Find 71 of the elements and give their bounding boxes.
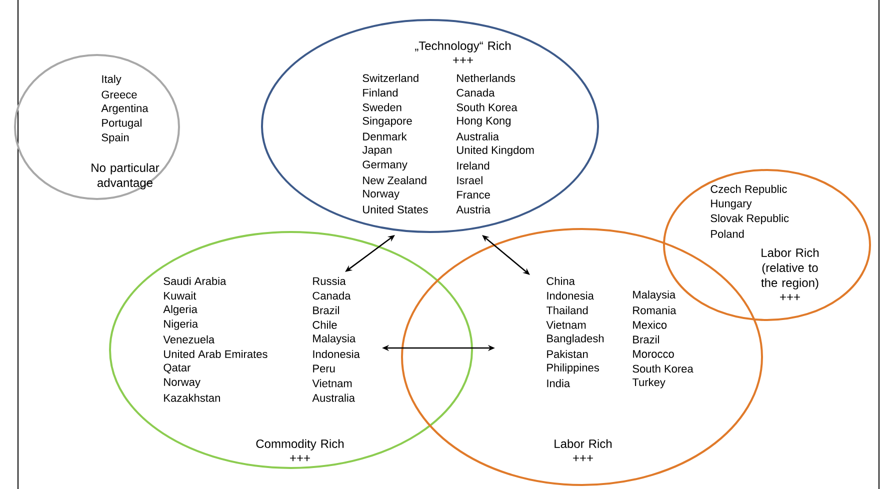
country-name: United States (363, 205, 428, 214)
country-name: Brazil (313, 306, 339, 314)
country-name: Vietnam (546, 320, 586, 329)
country-name: South Korea (632, 364, 694, 373)
country-name: Singapore (362, 116, 412, 127)
country-name: China (546, 276, 575, 286)
country-name: Australia (312, 394, 355, 402)
group-heading: Commodity Rich (256, 439, 344, 450)
country-name: Ireland (457, 162, 490, 170)
rating-marks: +++ (290, 455, 310, 462)
country-name: Nigeria (164, 320, 198, 330)
group-heading: Labor Rich (554, 439, 612, 448)
country-name: Hong Kong (457, 116, 511, 127)
country-name: Argentina (101, 104, 148, 114)
country-name: Russia (313, 276, 346, 286)
country-name: Italy (102, 74, 122, 86)
country-name: Philippines (547, 363, 599, 374)
country-name: Malaysia (313, 334, 356, 344)
rating-marks: +++ (780, 294, 800, 300)
country-name: New Zealand (363, 176, 426, 184)
country-name: United Kingdom (457, 146, 534, 156)
group-heading: Labor Rich (relative to the region) (761, 248, 819, 290)
country-name: Romania (633, 306, 676, 314)
country-name: Canada (312, 292, 351, 300)
country-name: Denmark (363, 132, 407, 140)
country-name: Thailand (546, 306, 588, 314)
country-name: Norway (164, 378, 200, 388)
group-heading: „Technology“ Rich (415, 41, 511, 52)
country-name: Pakistan (547, 350, 588, 358)
country-name: Sweden (362, 103, 402, 112)
country-name: Greece (102, 90, 137, 98)
country-name: Peru (313, 364, 335, 372)
country-name: Austria (456, 205, 490, 214)
country-name: Vietnam (312, 379, 352, 388)
country-name: Norway (363, 190, 400, 200)
country-name: Australia (456, 132, 499, 140)
country-name: Chile (312, 320, 337, 329)
country-name: Brazil (633, 335, 659, 344)
country-name: Indonesia (547, 292, 594, 300)
country-name: Switzerland (362, 74, 418, 82)
country-name: Kuwait (164, 292, 196, 300)
country-name: Turkey (632, 378, 666, 388)
country-name: Qatar (164, 364, 191, 374)
country-name: Kazakhstan (164, 394, 220, 402)
country-name: Japan (362, 146, 392, 156)
country-name: South Korea (456, 103, 518, 112)
country-name: France (457, 190, 490, 199)
country-name: India (547, 379, 570, 388)
country-name: Canada (456, 88, 495, 97)
country-name: Bangladesh (547, 334, 604, 344)
country-name: Hungary (711, 200, 752, 210)
country-name: Germany (362, 160, 408, 171)
country-name: Mexico (633, 320, 667, 329)
country-name: Netherlands (457, 74, 516, 82)
country-name: Slovak Republic (710, 214, 789, 224)
rating-marks: +++ (453, 57, 473, 64)
country-name: Indonesia (313, 350, 360, 358)
country-name: Portugal (102, 118, 142, 129)
country-name: Saudi Arabia (164, 276, 226, 286)
country-name: Algeria (163, 305, 198, 316)
country-name: Malaysia (633, 290, 676, 301)
country-name: Czech Republic (710, 184, 787, 196)
country-name: Spain (102, 133, 129, 144)
country-name: United Arab Emirates (164, 350, 268, 358)
rating-marks: +++ (573, 455, 593, 462)
country-name: Poland (711, 230, 744, 238)
country-name: Morocco (633, 350, 674, 358)
country-name: Israel (457, 176, 482, 184)
country-name: Venezuela (163, 335, 215, 344)
country-name: Finland (363, 88, 398, 97)
group-heading: No particular advantage (92, 163, 160, 190)
